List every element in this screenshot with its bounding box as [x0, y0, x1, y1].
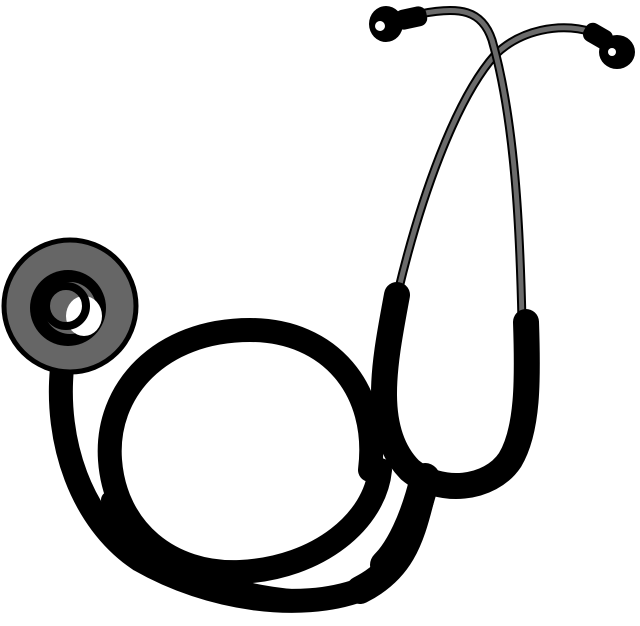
- ear-tip-right-icon: [582, 22, 635, 69]
- ear-tube-right-fill: [417, 7, 525, 325]
- ear-tube-left-fill: [395, 25, 595, 295]
- chest-piece-icon: [1, 237, 139, 375]
- tubing: [48, 282, 540, 613]
- ear-tip-left-icon: [369, 6, 428, 42]
